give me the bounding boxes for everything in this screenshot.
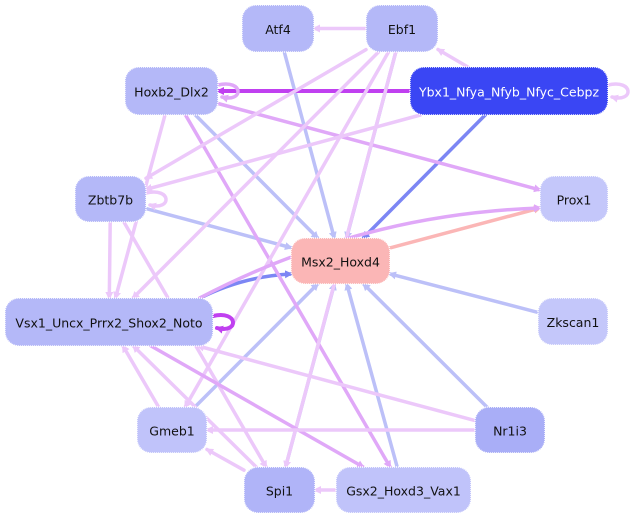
edge-zbtb7b-to-msx2_hoxd4 xyxy=(144,206,293,250)
node-box xyxy=(537,297,609,346)
edge-zbtb7b-to-vsx1 xyxy=(105,220,114,300)
node-gmeb1[interactable]: Gmeb1 xyxy=(136,406,208,454)
edge-gsx2_hoxd3_vax1-to-msx2_hoxd4 xyxy=(344,282,399,469)
edge-nr1i3-to-vsx1 xyxy=(196,343,477,423)
node-label: Gmeb1 xyxy=(149,424,194,439)
node-box xyxy=(136,406,208,454)
node-vsx1[interactable]: Vsx1_Uncx_Prrx2_Shox2_Noto xyxy=(4,297,214,347)
node-label: Ebf1 xyxy=(388,22,416,37)
node-spi1[interactable]: Spi1 xyxy=(243,466,316,514)
node-zkscan1[interactable]: Zkscan1 xyxy=(537,297,609,346)
node-label: Ybx1_Nfya_Nfyb_Nfyc_Cebpz xyxy=(418,85,599,100)
node-box xyxy=(290,237,391,285)
node-box xyxy=(241,4,315,53)
edge-spi1-to-vsx1 xyxy=(131,344,258,469)
node-box xyxy=(74,175,147,223)
node-atf4[interactable]: Atf4 xyxy=(241,4,315,53)
node-prox1[interactable]: Prox1 xyxy=(539,175,609,223)
edge-hoxb2_dlx2-to-hoxb2_dlx2 xyxy=(216,82,240,103)
node-box xyxy=(4,297,214,347)
node-label: Vsx1_Uncx_Prrx2_Shox2_Noto xyxy=(15,316,202,331)
edge-spi1-to-gmeb1 xyxy=(205,447,246,472)
edge-ebf1-to-zbtb7b xyxy=(144,47,368,180)
edge-ybx1-to-zbtb7b xyxy=(144,113,423,192)
node-label: Zkscan1 xyxy=(547,315,600,330)
edge-vsx1-to-vsx1 xyxy=(211,313,235,334)
node-box xyxy=(124,66,219,116)
node-label: Gsx2_Hoxd3_Vax1 xyxy=(346,484,461,499)
node-ebf1[interactable]: Ebf1 xyxy=(365,4,439,53)
node-zbtb7b[interactable]: Zbtb7b xyxy=(74,175,147,223)
edge-gmeb1-to-vsx1 xyxy=(121,344,161,409)
node-label: Hoxb2_Dlx2 xyxy=(134,85,209,100)
edge-ybx1-to-msx2_hoxd4 xyxy=(361,113,487,240)
node-box xyxy=(335,466,472,514)
node-label: Spi1 xyxy=(266,484,293,499)
node-ybx1[interactable]: Ybx1_Nfya_Nfyb_Nfyc_Cebpz xyxy=(409,66,609,116)
node-box xyxy=(474,406,546,454)
node-label: Prox1 xyxy=(557,193,592,208)
edge-hoxb2_dlx2-to-prox1 xyxy=(216,101,542,193)
edge-msx2_hoxd4-to-prox1 xyxy=(388,205,542,250)
edge-ybx1-to-ybx1 xyxy=(606,82,630,103)
edge-ebf1-to-gmeb1 xyxy=(183,50,391,409)
node-box xyxy=(365,4,439,53)
node-label: Zbtb7b xyxy=(88,193,133,208)
node-label: Msx2_Hoxd4 xyxy=(301,255,380,270)
edge-zbtb7b-to-zbtb7b xyxy=(144,190,168,211)
node-box xyxy=(243,466,316,514)
edge-vsx1-to-gsx2_hoxd3_vax1 xyxy=(149,344,365,469)
node-label: Atf4 xyxy=(265,22,291,37)
edge-nr1i3-to-msx2_hoxd4 xyxy=(361,282,489,409)
node-label: Nr1i3 xyxy=(493,424,527,439)
node-hoxb2_dlx2[interactable]: Hoxb2_Dlx2 xyxy=(124,66,219,116)
node-box xyxy=(409,66,609,116)
node-gsx2_hoxd3_vax1[interactable]: Gsx2_Hoxd3_Vax1 xyxy=(335,466,472,514)
node-msx2_hoxd4[interactable]: Msx2_Hoxd4 xyxy=(290,237,391,285)
edge-vsx1-to-prox1 xyxy=(197,204,542,300)
edges-layer xyxy=(105,24,630,494)
edge-ybx1-to-ebf1 xyxy=(436,47,470,69)
node-nr1i3[interactable]: Nr1i3 xyxy=(474,406,546,454)
edge-zkscan1-to-msx2_hoxd4 xyxy=(388,271,540,315)
edge-ebf1-to-vsx1 xyxy=(131,50,381,300)
edge-hoxb2_dlx2-to-gsx2_hoxd3_vax1 xyxy=(183,113,392,469)
edge-gmeb1-to-msx2_hoxd4 xyxy=(193,282,320,409)
node-box xyxy=(539,175,609,223)
